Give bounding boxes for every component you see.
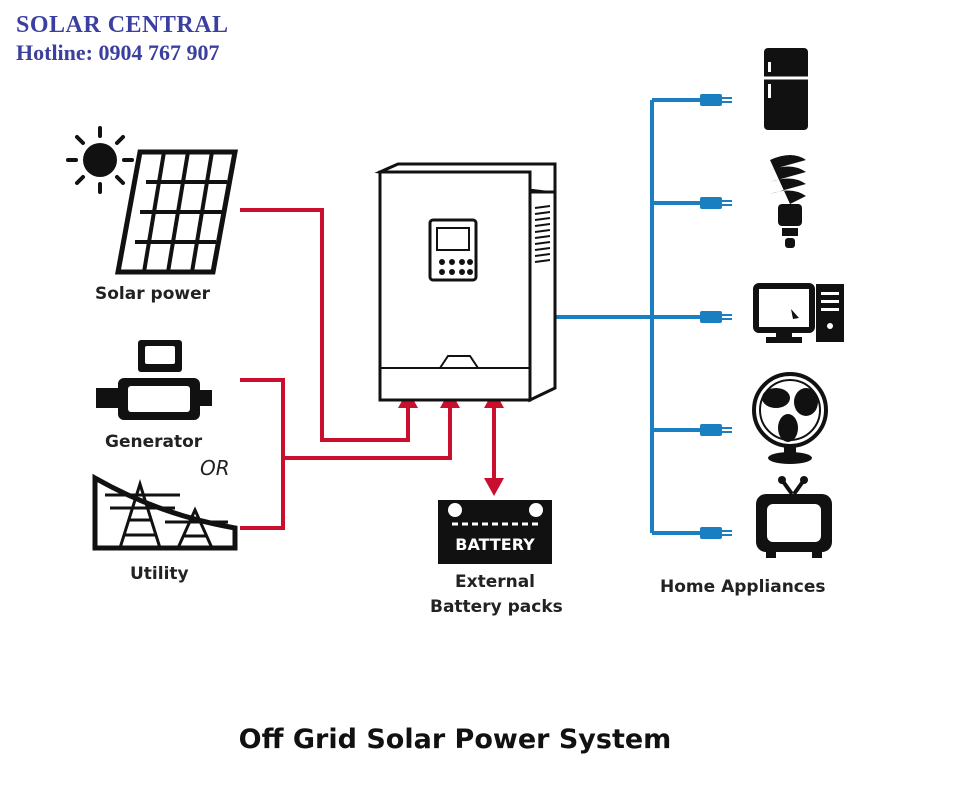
battery-icon: BATTERY [438,500,552,564]
television-icon [756,476,832,558]
plug-icon [700,527,732,539]
utility-label: Utility [130,564,189,584]
input-wires [240,208,496,530]
battery-box-text: BATTERY [455,535,535,554]
battery-label-line1: External [454,572,536,592]
generator-wire [240,378,285,530]
solar-panel-icon [115,149,238,275]
generator-label: Generator [105,432,203,452]
battery-label-line2: Battery packs [430,597,563,617]
output-wires [538,98,700,535]
plug-icon [700,94,732,106]
utility-join-wire [283,400,452,460]
diagram-title: Off Grid Solar Power System [238,724,672,755]
plug-icon [700,424,732,436]
brand-hotline: Hotline: 0904 767 907 [16,40,220,65]
utility-tower-icon [92,473,238,551]
or-label: OR [200,456,230,480]
solar-power-label: Solar power [95,284,210,304]
plug-icons [700,94,732,539]
brand-name: SOLAR CENTRAL [16,12,229,38]
home-appliances-label: Home Appliances [660,577,826,597]
computer-icon [753,283,844,343]
fan-icon [752,372,828,464]
solar-wire [240,208,410,442]
refrigerator-icon [764,48,808,130]
inverter-icon [374,162,557,403]
plug-icon [700,311,732,323]
generator-icon [96,340,212,420]
light-bulb-icon [770,155,806,248]
sun-icon [66,126,134,194]
plug-icon [700,197,732,209]
